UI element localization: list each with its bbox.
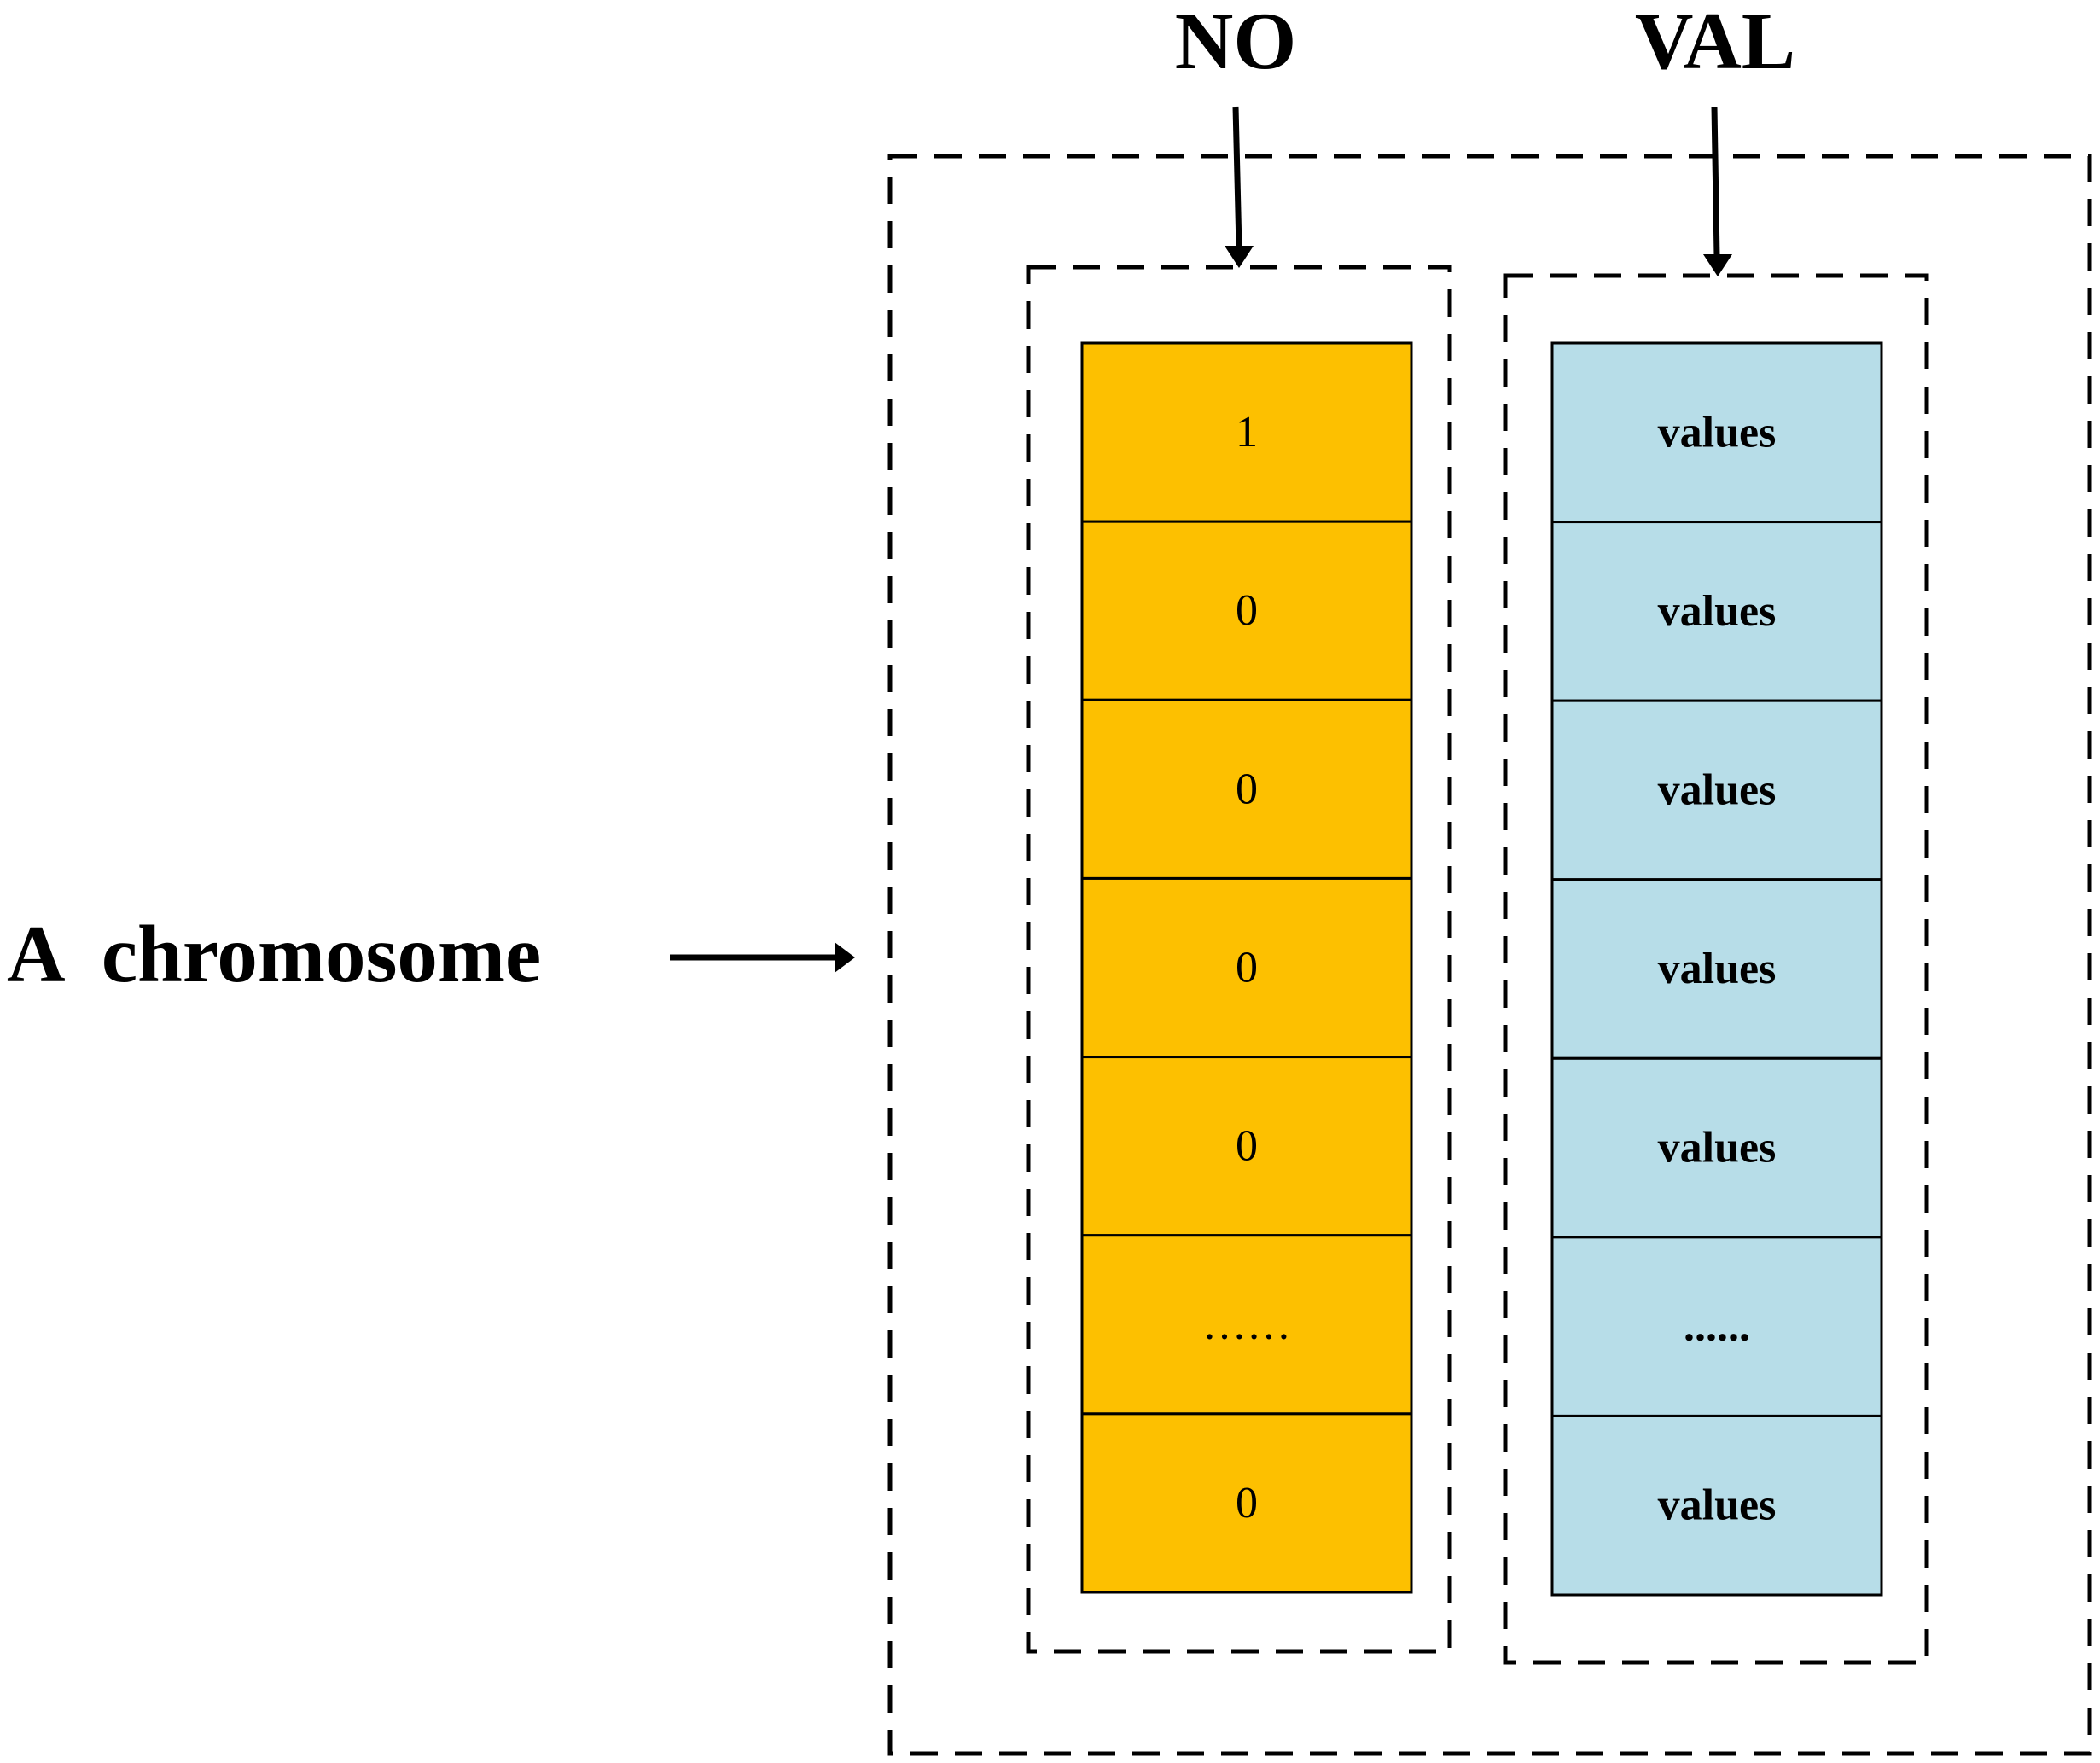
val-cell-4 (1550, 1056, 1883, 1239)
no-cell-text-1: 0 (1236, 586, 1258, 635)
val-cell-text-6: values (1658, 1481, 1777, 1530)
chromosome-arrow (670, 942, 855, 973)
no-cell-text-2: 0 (1236, 765, 1258, 813)
no-group-box (1026, 265, 1452, 1654)
val-cell-text-3: values (1658, 945, 1777, 993)
val-cell-text-4: values (1658, 1124, 1777, 1172)
val-cell-0 (1550, 341, 1883, 524)
no-cell-text-6: 0 (1236, 1479, 1258, 1527)
chromosome-label: A chromosome (7, 909, 541, 999)
no-cell-text-0: 1 (1236, 408, 1258, 457)
val-cell-1 (1550, 521, 1883, 702)
no-cell-6 (1080, 1412, 1413, 1594)
no-cell-3 (1080, 876, 1413, 1059)
no-cell-text-5: …… (1202, 1300, 1291, 1349)
val-cell-text-5: ...... (1684, 1302, 1750, 1351)
no-cell-4 (1080, 1056, 1413, 1237)
no-column: 1 0 0 0 0 …… 0 (1080, 341, 1413, 1594)
val-cell-text-2: values (1658, 765, 1777, 814)
val-arrow (1703, 106, 1732, 276)
no-cell-5 (1080, 1234, 1413, 1416)
val-label: VAL (1635, 0, 1795, 86)
val-cell-5 (1550, 1236, 1883, 1417)
val-cell-2 (1550, 699, 1883, 882)
no-cell-2 (1080, 698, 1413, 880)
val-group-box (1503, 273, 1929, 1665)
no-label: NO (1175, 0, 1297, 86)
val-column: values values values values values...... valu… (1550, 341, 1883, 1597)
no-arrow (1225, 106, 1254, 268)
val-cell-3 (1550, 878, 1883, 1060)
no-cell-text-3: 0 (1236, 944, 1258, 992)
no-cell-0 (1080, 341, 1413, 523)
val-cell-text-0: values (1658, 408, 1777, 457)
no-cell-text-4: 0 (1236, 1122, 1258, 1171)
val-cell-text-1: values (1658, 587, 1777, 636)
val-cell-6 (1550, 1414, 1883, 1597)
chromosome-container (887, 154, 2092, 1756)
